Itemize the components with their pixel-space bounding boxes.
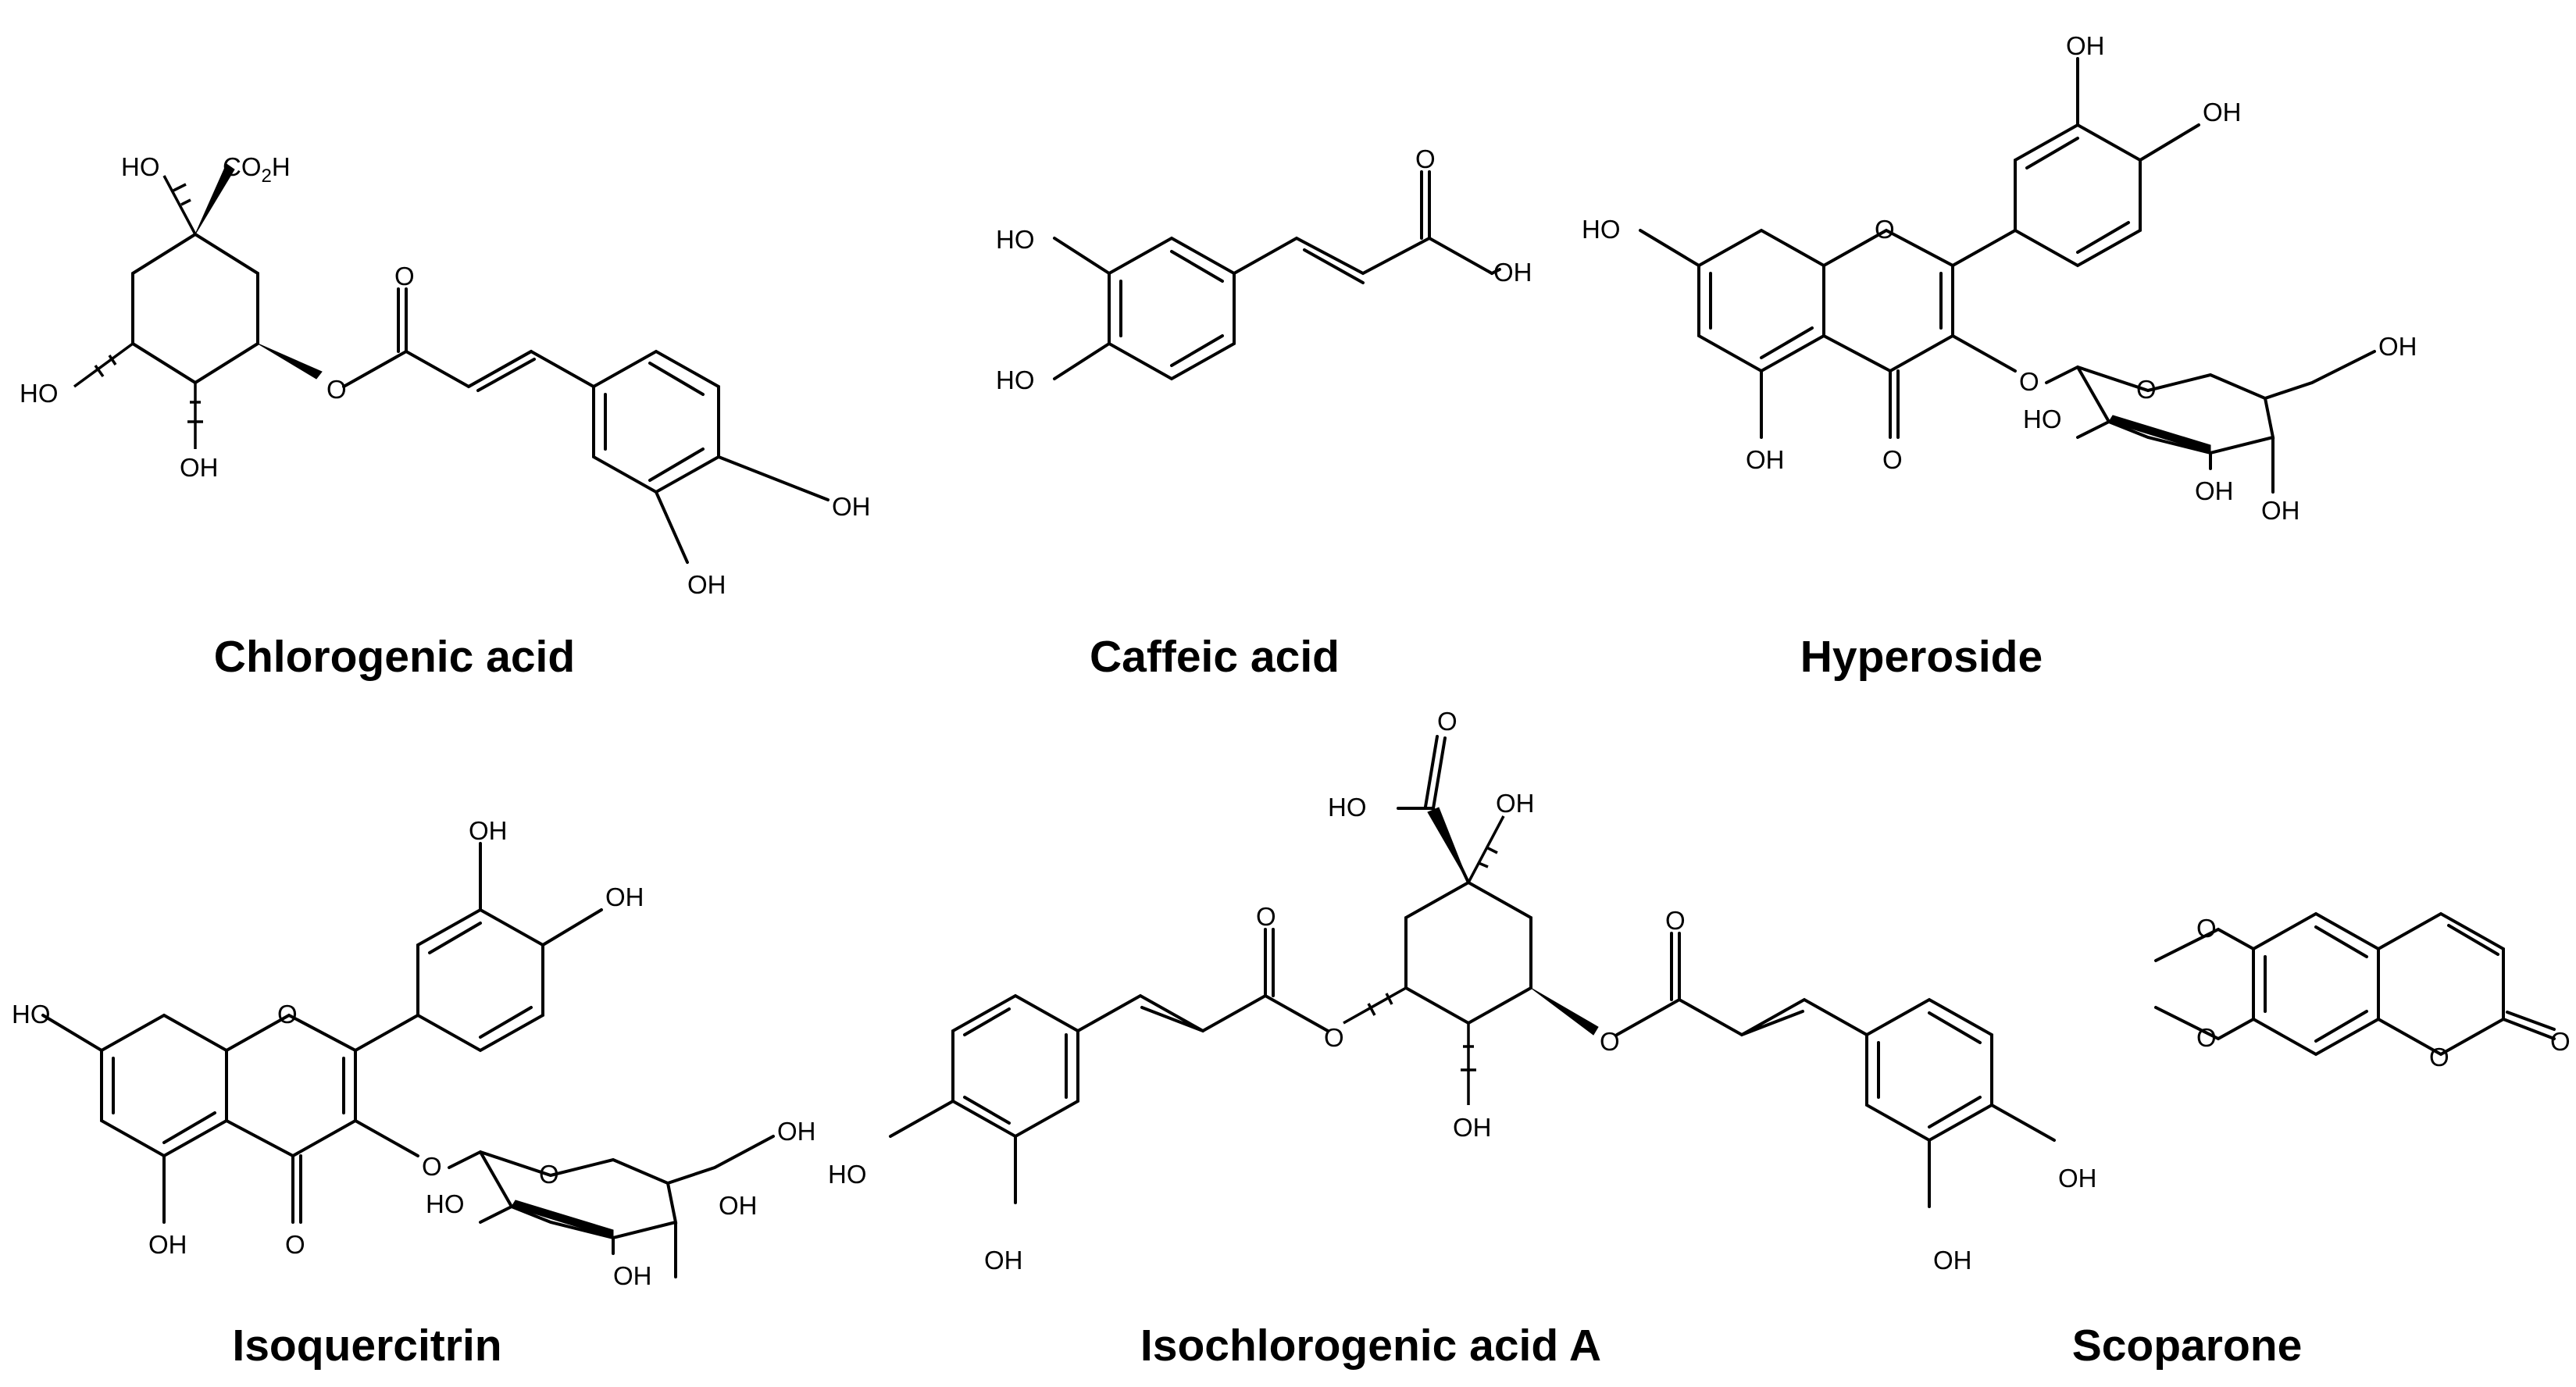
- label-ho: HO: [996, 225, 1035, 254]
- label-oh: OH: [469, 816, 508, 845]
- label-oh: OH: [180, 453, 219, 482]
- label-oh: OH: [1493, 258, 1532, 287]
- label-o: O: [2019, 367, 2039, 396]
- label-o: O: [394, 262, 415, 291]
- label-o: O: [277, 1000, 298, 1029]
- compound-name-chlorogenic-acid: Chlorogenic acid: [214, 632, 575, 682]
- label-ho: HO: [2023, 405, 2062, 433]
- label-o: O: [1324, 1023, 1344, 1052]
- label-oh: OH: [2261, 496, 2300, 525]
- label-ho: HO: [828, 1160, 867, 1189]
- label-oh: OH: [2203, 98, 2242, 127]
- label-oh: OH: [605, 882, 644, 911]
- label-oh: OH: [2378, 332, 2417, 361]
- label-ho: HO: [1582, 215, 1621, 244]
- compound-name-isoquercitrin: Isoquercitrin: [232, 1321, 501, 1371]
- label-o: O: [2196, 914, 2217, 943]
- label-o: O: [422, 1152, 442, 1181]
- hyperoside-structure: OH OH HO O OH O O O OH HO OH OH: [1582, 31, 2417, 525]
- label-ho: HO: [426, 1189, 465, 1218]
- label-oh: OH: [984, 1246, 1023, 1275]
- label-oh: OH: [613, 1261, 652, 1290]
- label-ho: HO: [996, 365, 1035, 394]
- chlorogenic-acid-structure: HO CO2H HO OH O O OH OH: [20, 152, 871, 599]
- label-ho: HO: [121, 152, 160, 181]
- label-oh: OH: [777, 1117, 816, 1146]
- label-o: O: [1875, 215, 1895, 244]
- label-o: O: [2136, 375, 2157, 404]
- label-oh: OH: [1496, 789, 1535, 818]
- isoquercitrin-structure: OH OH HO O OH O O O OH HO OH OH: [12, 816, 816, 1290]
- scoparone-structure: O O O O: [2154, 911, 2571, 1071]
- label-o: O: [539, 1160, 559, 1189]
- label-o: O: [2429, 1043, 2449, 1071]
- label-o: O: [1256, 902, 1276, 931]
- label-oh: OH: [1453, 1113, 1492, 1142]
- compound-name-scoparone: Scoparone: [2072, 1321, 2303, 1371]
- compound-name-isochlorogenic-acid-a: Isochlorogenic acid A: [1140, 1321, 1601, 1371]
- label-oh: OH: [148, 1230, 187, 1259]
- caffeic-acid-structure: HO HO O OH: [996, 144, 1532, 394]
- label-ho: HO: [1328, 793, 1367, 822]
- label-o: O: [1600, 1027, 1620, 1056]
- label-oh: OH: [687, 570, 726, 599]
- label-oh: OH: [719, 1191, 758, 1220]
- label-oh: OH: [832, 492, 871, 521]
- compound-name-hyperoside: Hyperoside: [1800, 632, 2043, 682]
- label-oh: OH: [1746, 445, 1785, 474]
- label-o: O: [2196, 1023, 2217, 1052]
- isochlorogenic-acid-a-structure: O HO OH O O O O OH HO OH OH OH: [828, 707, 2097, 1275]
- label-oh: OH: [2058, 1164, 2097, 1193]
- label-oh: OH: [2195, 476, 2234, 505]
- label-o: O: [1882, 445, 1903, 474]
- label-o: O: [326, 375, 347, 404]
- label-ho: HO: [20, 379, 59, 408]
- label-oh: OH: [2066, 31, 2105, 60]
- label-oh: OH: [1933, 1246, 1972, 1275]
- label-ho: HO: [12, 1000, 51, 1029]
- label-o: O: [2550, 1027, 2571, 1056]
- label-o: O: [1437, 707, 1457, 736]
- label-co2h: CO2H: [223, 152, 291, 187]
- label-o: O: [285, 1230, 305, 1259]
- label-o: O: [1415, 144, 1436, 173]
- label-o: O: [1665, 906, 1686, 935]
- compound-name-caffeic-acid: Caffeic acid: [1090, 632, 1340, 682]
